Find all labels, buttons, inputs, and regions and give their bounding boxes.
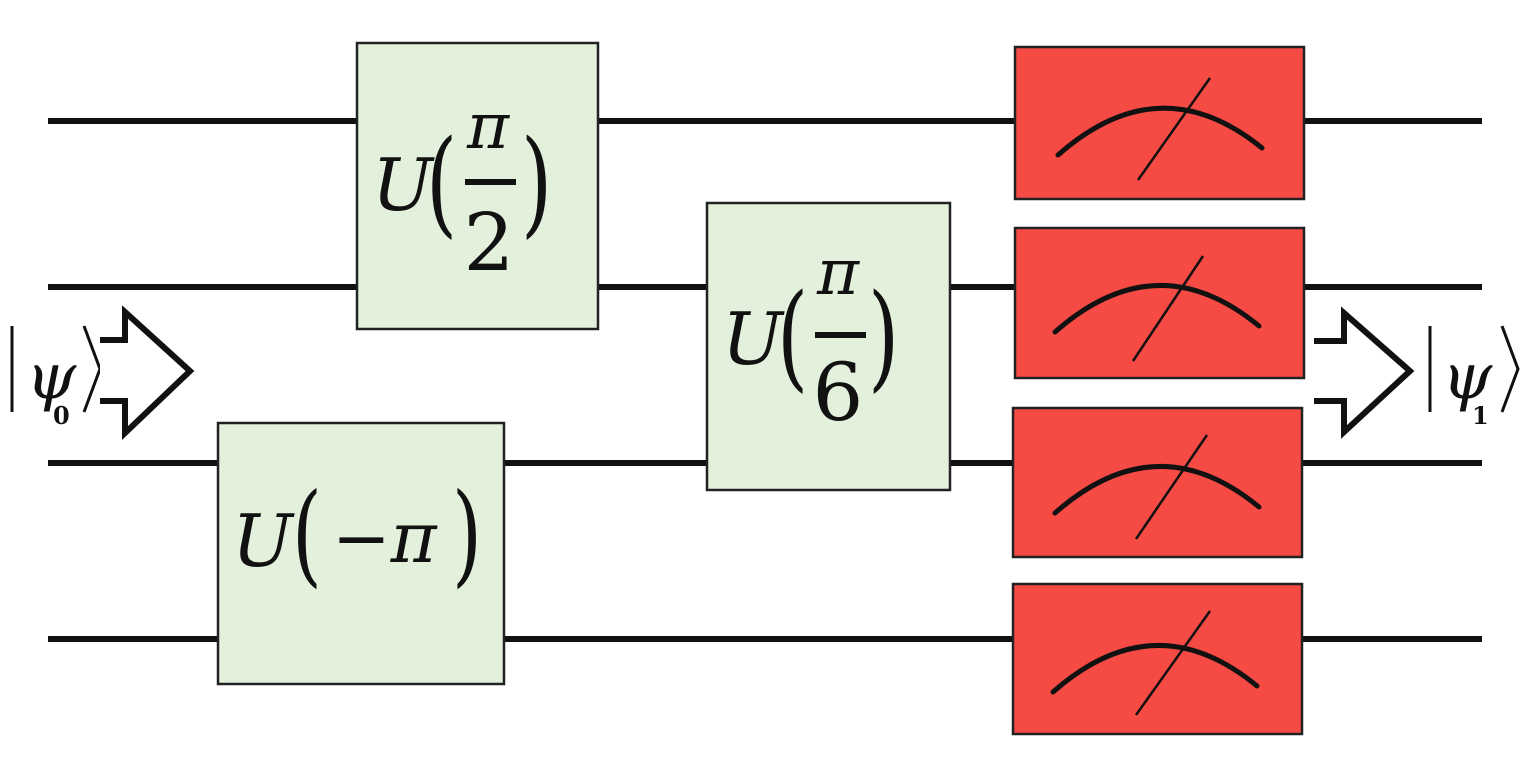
gate-symbol: U [372, 143, 435, 227]
gate-symbol: U [722, 297, 785, 381]
measurement-4 [1011, 582, 1304, 736]
measurement-box [1013, 45, 1306, 201]
meter-icon [1052, 255, 1262, 362]
ket-angle [82, 325, 102, 413]
input-state-ket: ψ 0 [10, 325, 102, 430]
ket-symbol: ψ [26, 340, 77, 414]
gate-open-paren: ( [777, 270, 808, 404]
gate-close-paren: ) [521, 116, 552, 250]
gate-open-paren: ( [426, 116, 457, 250]
gate-numerator: π [466, 90, 510, 164]
measurement-box [1011, 582, 1304, 736]
qubit-wires [48, 118, 1482, 642]
gate-symbol: U [232, 499, 295, 583]
gate-close-paren: ) [868, 270, 899, 404]
gate-box [355, 41, 600, 331]
measurement-box [1011, 406, 1304, 559]
gate-argument: −π [332, 497, 439, 579]
output-arrow-icon [1314, 306, 1415, 439]
gate-numerator: π [816, 236, 860, 310]
gate-open-paren: ( [292, 471, 322, 599]
gate-u-minus-pi: U ( −π ) [216, 421, 506, 686]
gate-denominator: 6 [813, 346, 864, 439]
input-arrow-icon [100, 305, 195, 441]
gate-u-pi-over-6: U ( π 6 ) [705, 201, 952, 492]
ket-subscript: 1 [1472, 401, 1489, 430]
output-state-ket: ψ 1 [1428, 325, 1520, 430]
measurement-box [1013, 226, 1306, 380]
gate-box [216, 421, 506, 686]
gate-close-paren: ) [452, 471, 482, 599]
gate-box [705, 201, 952, 492]
meter-icon [1050, 610, 1260, 716]
measurement-3 [1011, 406, 1304, 559]
ket-subscript: 0 [53, 401, 70, 430]
ket-angle [1500, 325, 1520, 413]
gate-denominator: 2 [464, 196, 515, 289]
meter-icon [1052, 434, 1262, 540]
measurement-1 [1013, 45, 1306, 201]
ket-symbol: ψ [1442, 340, 1493, 414]
meter-icon [1055, 77, 1265, 181]
gate-u-pi-over-2: U ( π 2 ) [355, 41, 600, 331]
measurement-2 [1013, 226, 1306, 380]
